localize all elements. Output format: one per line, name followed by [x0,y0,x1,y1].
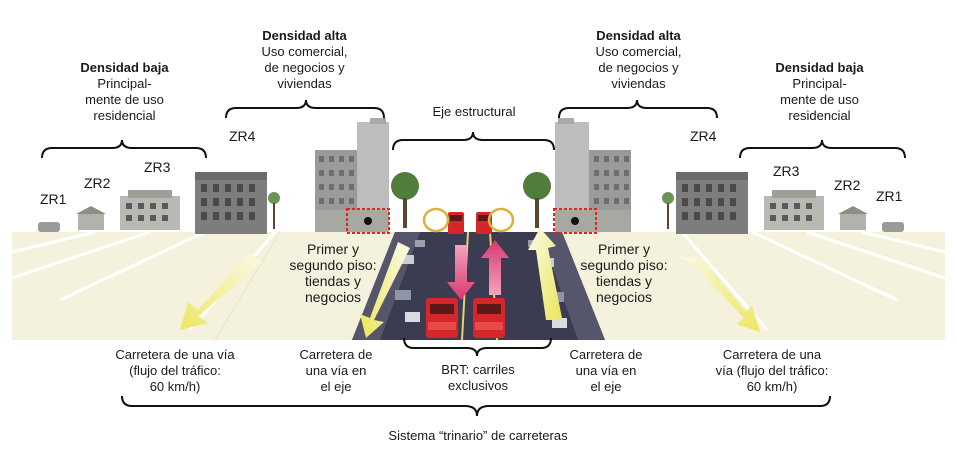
brt-arrow-down [447,245,475,300]
floors-label-left: Primer y segundo piso: tiendas y negocio… [289,241,377,305]
tree-left [268,172,419,229]
brt-bus [476,212,492,234]
brt-bus [448,212,464,234]
density-title: Densidad baja [80,60,169,75]
brt-arrow-up [481,240,509,295]
density-low-right-label: Densidad baja Principal- mente de uso re… [757,60,882,124]
yellow-arrow-axis-right [528,228,562,320]
zone-label-zr3-left: ZR3 [144,159,171,175]
zone-label-zr1-right: ZR1 [876,188,903,204]
brt-station-circle [422,207,450,233]
road-label-axis-right: Carretera de una vía en el eje [569,347,643,394]
zone-label-zr2-right: ZR2 [834,177,861,193]
yellow-arrow-outer-left [180,253,262,330]
brt-station-circle [487,207,515,233]
building-zr4-left [195,172,267,234]
road-label-outer-right: Carretera de una vía (flujo del tráfico:… [715,347,829,394]
brt-bus [426,298,458,338]
zone-label-zr4-left: ZR4 [229,128,256,144]
ground-floor-highlight-left [346,208,390,234]
zone-label-zr4-right: ZR4 [690,128,717,144]
density-title: Densidad alta [262,28,347,43]
zone-label-zr2-left: ZR2 [84,175,111,191]
axis-label: Eje estructural [432,104,516,119]
density-high-right-label: Densidad alta Uso comercial, de negocios… [576,28,701,92]
density-low-left-label: Densidad baja Principal- mente de uso re… [62,60,187,124]
density-title: Densidad alta [596,28,681,43]
density-title: Densidad baja [775,60,864,75]
yellow-arrow-axis-left [360,242,410,338]
brackets [41,99,906,417]
tree-right [523,172,674,229]
houses-right [764,190,904,232]
zone-label-zr3-right: ZR3 [773,163,800,179]
tower-right [555,118,631,232]
zone-label-zr1-left: ZR1 [40,191,67,207]
yellow-arrow-outer-right [676,256,760,332]
floors-label-right: Primer y segundo piso: tiendas y negocio… [580,241,668,305]
density-high-left-label: Densidad alta Uso comercial, de negocios… [242,28,367,92]
brt-bus [473,298,505,338]
tower-left [315,118,389,232]
road-label-brt: BRT: carriles exclusivos [441,362,515,393]
ground-floor-highlight-right [553,208,597,234]
road-label-outer-left: Carretera de una vía (flujo del tráfico:… [115,347,235,394]
system-label: Sistema “trinario” de carreteras [388,428,568,443]
building-zr4-right [676,172,748,234]
road-surface-right [557,230,946,340]
road-label-axis-left: Carretera de una vía en el eje [299,347,373,394]
houses-left [38,190,180,232]
